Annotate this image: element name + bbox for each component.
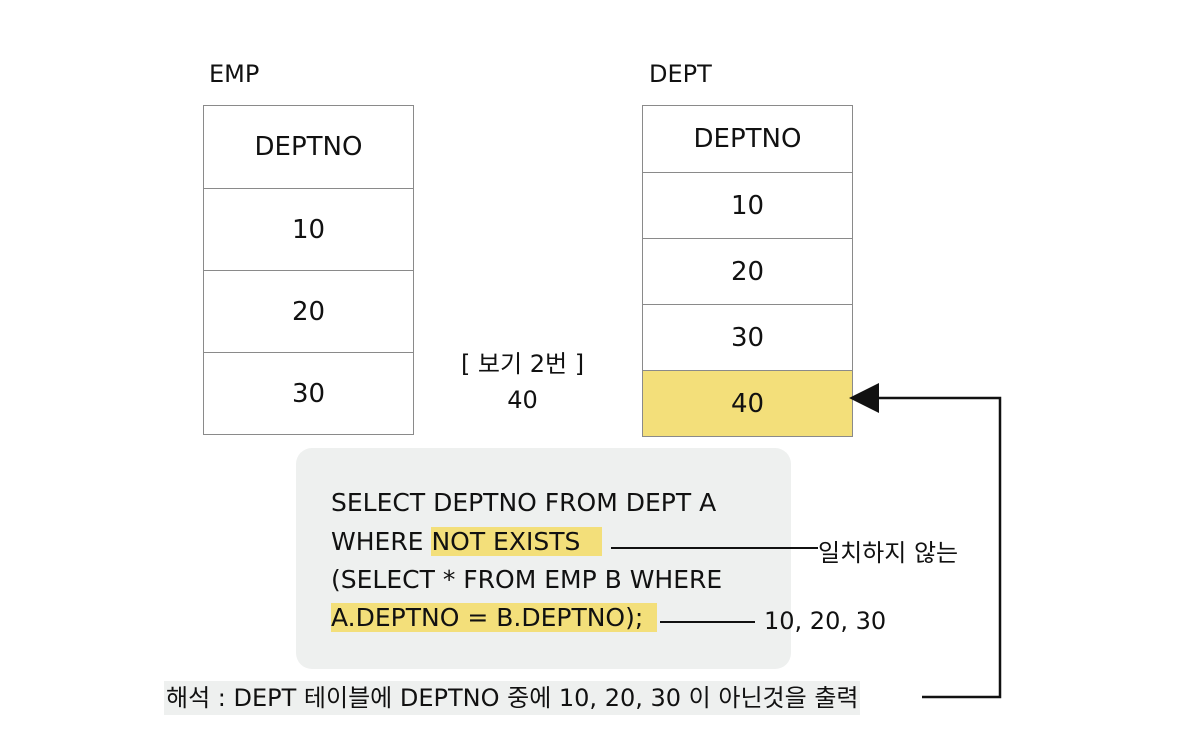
emp-row-cell: 20 (204, 270, 413, 352)
not-exists-note: 일치하지 않는 (818, 539, 959, 567)
sql-line-2: WHERE NOT EXISTS (331, 527, 603, 556)
sql-join-condition-highlight: A.DEPTNO = B.DEPTNO); (331, 603, 658, 632)
dept-table-title: DEPT (649, 60, 712, 88)
answer-value: 40 (507, 386, 538, 414)
sql-line-3: (SELECT * FROM EMP B WHERE (331, 565, 723, 594)
emp-row-cell: 30 (204, 352, 413, 434)
emp-row-cell: 10 (204, 188, 413, 270)
dept-row-cell: 20 (643, 238, 852, 304)
answer-label: [ 보기 2번 ] (460, 350, 585, 378)
dept-highlighted-row-cell: 40 (643, 370, 852, 436)
emp-table: DEPTNO 10 20 30 (203, 105, 414, 435)
sql-line-4: A.DEPTNO = B.DEPTNO); (331, 603, 658, 632)
dept-header-cell: DEPTNO (693, 124, 802, 154)
summary-text: 해석 : DEPT 테이블에 DEPTNO 중에 10, 20, 30 이 아닌… (164, 681, 861, 715)
dept-row-cell: 30 (643, 304, 852, 370)
join-values-note: 10, 20, 30 (764, 607, 887, 635)
sql-line-1: SELECT DEPTNO FROM DEPT A (331, 488, 717, 517)
dept-row-cell: 10 (643, 172, 852, 238)
sql-not-exists-highlight: NOT EXISTS (431, 527, 603, 556)
summary-to-dept-arrow (849, 383, 1002, 699)
sql-where-keyword: WHERE (331, 527, 432, 556)
dept-table: DEPTNO 10 20 30 40 (642, 105, 853, 437)
emp-table-title: EMP (209, 60, 260, 88)
sql-box (296, 448, 791, 669)
answer-note: [ 보기 2번 ] 40 (440, 346, 605, 418)
emp-header-cell: DEPTNO (254, 132, 363, 162)
